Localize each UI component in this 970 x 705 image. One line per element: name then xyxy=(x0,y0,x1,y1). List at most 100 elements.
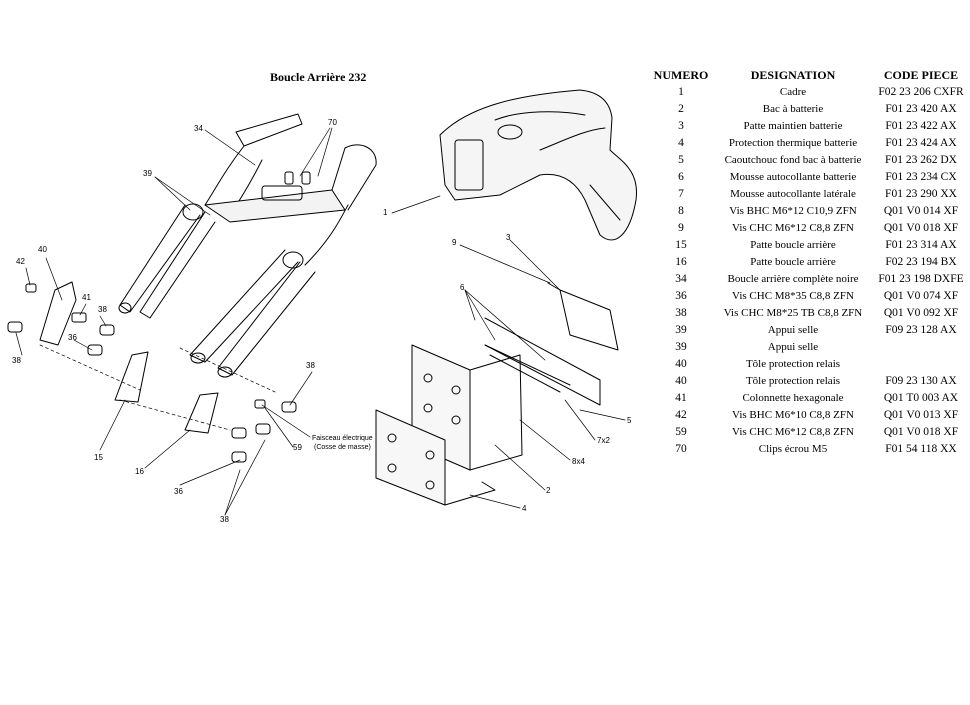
callout-34: 34 xyxy=(194,124,203,133)
table-row: 36 Vis CHC M8*35 C8,8 ZFN Q01 V0 074 XF xyxy=(648,290,970,307)
part-designation: Vis BHC M6*12 C10,9 ZFN xyxy=(729,205,857,217)
part-number: 15 xyxy=(675,239,687,251)
part-code: F01 23 424 AX xyxy=(885,137,957,149)
part-code: F01 23 262 DX xyxy=(885,154,957,166)
part-number: 6 xyxy=(678,171,684,183)
part-designation: Patte boucle arrière xyxy=(750,239,836,251)
part-designation: Bac à batterie xyxy=(762,103,824,115)
part-designation: Tôle protection relais xyxy=(745,375,841,387)
callout-5: 5 xyxy=(627,416,632,425)
callout-38: 38 xyxy=(306,361,315,370)
part-code: F01 23 314 AX xyxy=(885,239,957,251)
table-row: 39 Appui selle xyxy=(648,341,970,358)
part-designation: Caoutchouc fond bac à batterie xyxy=(724,154,862,166)
callout-70: 70 xyxy=(328,118,337,127)
part-code: Q01 V0 092 XF xyxy=(883,307,959,319)
part-number: 39 xyxy=(675,324,687,336)
part-designation: Appui selle xyxy=(767,341,819,353)
callout-36: 36 xyxy=(174,487,183,496)
exploded-parts-drawing: 34 70 39 40 42 41 38 38 36 38 15 16 59 3… xyxy=(7,89,637,524)
part-code: F09 23 128 AX xyxy=(885,324,957,336)
callout-3: 3 xyxy=(506,233,511,242)
part-number: 4 xyxy=(678,137,684,149)
part-number: 40 xyxy=(675,375,687,387)
callout-2: 2 xyxy=(546,486,551,495)
header-code-piece: CODE PIECE xyxy=(883,68,959,82)
part-designation: Protection thermique batterie xyxy=(728,137,858,149)
part-code: F01 23 420 AX xyxy=(885,103,957,115)
battery-holder-drawing xyxy=(375,282,619,506)
part-designation: Vis CHC M6*12 C8,8 ZFN xyxy=(732,426,854,438)
frame-drawing xyxy=(439,89,637,241)
callout-38: 38 xyxy=(220,515,229,524)
callout-36: 36 xyxy=(68,333,77,342)
callout-9: 9 xyxy=(452,238,457,247)
part-designation: Mousse autocollante batterie xyxy=(729,171,857,183)
callout-8x4: 8x4 xyxy=(572,457,585,466)
part-code: Q01 V0 074 XF xyxy=(883,290,959,302)
callout-4: 4 xyxy=(522,504,527,513)
callout-6: 6 xyxy=(460,283,465,292)
bracket-40 xyxy=(39,281,77,346)
table-row: 2 Bac à batterie F01 23 420 AX xyxy=(648,103,970,120)
callout-1: 1 xyxy=(383,208,388,217)
part-number: 41 xyxy=(675,392,687,404)
part-designation: Vis BHC M6*10 C8,8 ZFN xyxy=(732,409,854,421)
part-number: 39 xyxy=(675,341,687,353)
part-designation: Cadre xyxy=(779,86,807,98)
table-header: NUMERO DESIGNATION CODE PIECE xyxy=(648,68,970,86)
part-number: 9 xyxy=(678,222,684,234)
screws xyxy=(7,171,311,463)
part-number: 1 xyxy=(678,86,684,98)
harness-label-line1: Faisceau électrique xyxy=(312,435,373,442)
callout-15: 15 xyxy=(94,453,103,462)
harness-label-line2: (Cosse de masse) xyxy=(314,444,371,451)
table-row: 4 Protection thermique batterie F01 23 424… xyxy=(648,137,970,154)
rear-loop-drawing xyxy=(118,113,377,378)
part-designation: Patte maintien batterie xyxy=(743,120,843,132)
part-number: 3 xyxy=(678,120,684,132)
part-number: 8 xyxy=(678,205,684,217)
table-row: 7 Mousse autocollante latérale F01 23 290 … xyxy=(648,188,970,205)
part-code: F01 23 198 DXFE xyxy=(878,273,964,285)
callout-41: 41 xyxy=(82,293,91,302)
part-code: F01 23 290 XX xyxy=(885,188,957,200)
part-number: 42 xyxy=(675,409,687,421)
table-row: 15 Patte boucle arrière F01 23 314 AX xyxy=(648,239,970,256)
part-designation: Patte boucle arrière xyxy=(750,256,836,268)
part-designation: Vis CHC M8*35 C8,8 ZFN xyxy=(732,290,854,302)
part-code: Q01 V0 018 XF xyxy=(883,426,959,438)
part-designation: Colonnette hexagonale xyxy=(742,392,844,404)
part-number: 7 xyxy=(678,188,684,200)
part-number: 16 xyxy=(675,256,687,268)
page-title: Boucle Arrière 232 xyxy=(270,70,367,84)
callout-59: 59 xyxy=(293,443,302,452)
callout-7x2: 7x2 xyxy=(597,436,610,445)
part-number: 34 xyxy=(675,273,687,285)
part-designation: Clips écrou M5 xyxy=(758,443,828,455)
callout-40: 40 xyxy=(38,245,47,254)
bracket-16 xyxy=(184,392,219,434)
part-code: F02 23 194 BX xyxy=(885,256,957,268)
part-designation: Mousse autocollante latérale xyxy=(730,188,856,200)
part-number: 36 xyxy=(675,290,687,302)
part-number: 2 xyxy=(678,103,684,115)
part-code: F01 23 234 CX xyxy=(885,171,957,183)
part-number: 70 xyxy=(675,443,687,455)
header-numero: NUMERO xyxy=(653,68,709,82)
part-designation: Vis CHC M6*12 C8,8 ZFN xyxy=(732,222,854,234)
part-designation: Tôle protection relais xyxy=(745,358,841,370)
